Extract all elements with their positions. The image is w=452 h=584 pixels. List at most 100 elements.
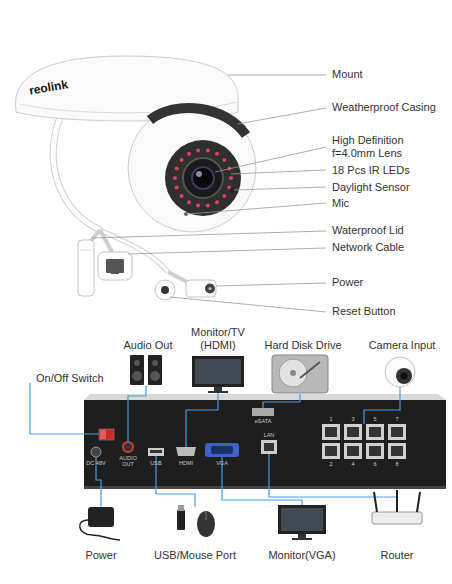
part-label: Reset Button	[332, 305, 447, 318]
router-antenna	[417, 492, 420, 512]
port-number: 3	[347, 416, 359, 422]
camera-lens	[183, 158, 223, 198]
vga-monitor-base	[292, 538, 312, 540]
power-socket	[205, 284, 215, 294]
port-number: 5	[369, 416, 381, 422]
port-number: 1	[325, 416, 337, 422]
port-label: eSATA	[250, 418, 276, 424]
usb-plug	[178, 505, 184, 511]
device-label: Power	[71, 549, 131, 562]
hdd-platter	[279, 359, 307, 387]
speaker-cone	[134, 360, 140, 366]
hdd-arm	[300, 362, 320, 378]
vga-monitor-stand	[298, 534, 306, 538]
port-number: 2	[325, 461, 337, 467]
hdmi-port	[176, 447, 196, 456]
cable	[100, 230, 112, 252]
mic-hole	[184, 212, 188, 216]
mouse-icon	[197, 511, 215, 537]
usb-slot	[150, 450, 162, 453]
leader-lines	[92, 75, 326, 312]
power-adapter-icon	[88, 507, 114, 527]
router-icon	[372, 512, 422, 524]
lan-port	[261, 440, 277, 454]
cable	[53, 112, 100, 230]
router-antenna	[396, 490, 398, 512]
speaker-icon	[130, 355, 144, 385]
hdd-spindle	[290, 370, 296, 376]
speaker-icon	[148, 355, 162, 385]
power-connector	[186, 280, 216, 297]
cable	[53, 112, 100, 230]
part-label: Mount	[332, 68, 447, 81]
daylight-sensor	[230, 188, 235, 193]
port-number: 7	[391, 416, 403, 422]
camera-icon	[385, 357, 415, 387]
device-label: Audio Out	[108, 339, 188, 352]
mouse-button-split	[206, 511, 207, 520]
esata-port	[252, 408, 274, 416]
weatherproof-casing	[165, 140, 241, 216]
casing-band	[150, 108, 246, 135]
port-number: 4	[347, 461, 359, 467]
device-label: Monitor/TV (HDMI)	[185, 326, 251, 352]
hdd-icon	[272, 355, 328, 393]
port-label: VGA	[210, 460, 234, 466]
ir-led-ring	[173, 148, 233, 207]
poe-ports	[322, 424, 406, 459]
power-switch	[99, 429, 114, 440]
usb-port	[148, 448, 164, 456]
nvr-rear-panel	[84, 400, 446, 486]
port-label: HDMI	[174, 460, 198, 466]
part-label: High Definition f=4.0mm Lens	[332, 134, 432, 160]
lan-socket	[264, 443, 274, 451]
port-label: AUDIO OUT	[113, 455, 143, 467]
waterproof-lid	[78, 240, 94, 296]
tv-icon	[192, 356, 244, 387]
vga-monitor-icon	[278, 505, 326, 534]
tv-base	[208, 391, 228, 393]
device-label: Hard Disk Drive	[253, 339, 353, 352]
part-label: Waterproof Lid	[332, 224, 447, 237]
audio-port	[123, 442, 133, 452]
rj45-clip	[111, 271, 119, 274]
nvr-base	[84, 486, 446, 489]
port-label: LAN	[257, 432, 281, 438]
part-label: Network Cable	[332, 241, 447, 254]
camera-icon-window	[396, 368, 412, 384]
usb-stick-icon	[177, 510, 185, 530]
power-pin	[208, 287, 211, 290]
part-label: Power	[332, 276, 447, 289]
vga-port	[205, 443, 239, 457]
camera-dome	[128, 104, 256, 232]
reset-button-core	[161, 286, 169, 294]
vga-pins	[211, 446, 233, 454]
switch-rocker	[100, 430, 106, 439]
lens-glass	[192, 167, 214, 189]
device-label: Router	[367, 549, 427, 562]
device-label: On/Off Switch	[36, 372, 126, 385]
part-label: Mic	[332, 197, 447, 210]
port-number: 6	[369, 461, 381, 467]
vga-monitor-screen	[281, 508, 323, 531]
part-label: 18 Pcs IR LEDs	[332, 164, 447, 177]
lens-glint	[196, 171, 202, 177]
part-label: Weatherproof Casing	[332, 101, 450, 114]
port-number: 8	[391, 461, 403, 467]
camera-icon-lens	[401, 373, 408, 380]
dc-jack	[91, 447, 101, 457]
speaker-cone	[152, 360, 158, 366]
brand-logo: reolink	[28, 72, 99, 98]
network-connector	[98, 252, 132, 280]
port-label: DC 48V	[83, 460, 109, 466]
part-label: Daylight Sensor	[332, 181, 447, 194]
lid-ridge	[80, 250, 92, 251]
speaker-cone	[150, 371, 160, 381]
device-label: Camera Input	[357, 339, 447, 352]
speaker-cone	[132, 371, 142, 381]
tv-stand	[214, 387, 222, 391]
adapter-cord	[80, 520, 120, 540]
device-label: Monitor(VGA)	[257, 549, 347, 562]
rj45-port	[106, 259, 124, 273]
